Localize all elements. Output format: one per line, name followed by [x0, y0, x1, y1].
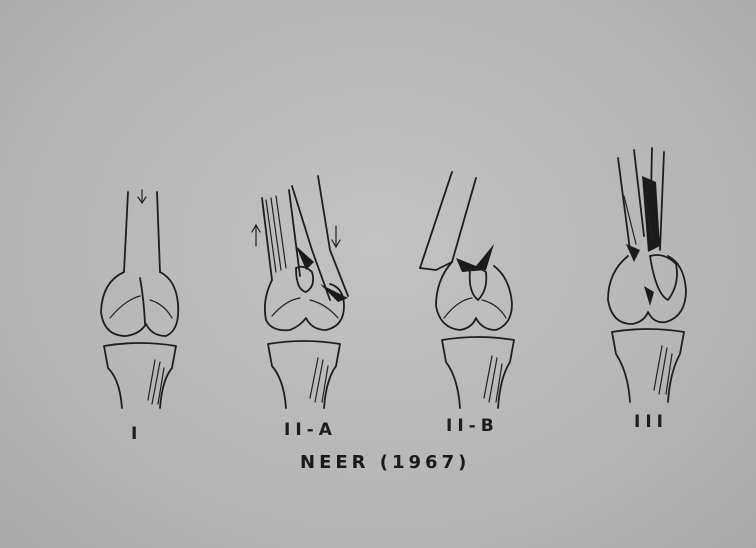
- knee-drawing-type-iib: [420, 172, 514, 408]
- knee-drawing-type-iia: [252, 176, 348, 408]
- knee-drawing-type-iii: [608, 148, 686, 402]
- knee-drawing-type-i: [101, 190, 178, 408]
- figure-caption: NEER (1967): [300, 452, 470, 473]
- panel-label-iii: III: [634, 412, 668, 432]
- panel-label-iib: II-B: [446, 416, 499, 436]
- panel-label-i: I: [131, 424, 142, 444]
- panel-label-iia: II-A: [284, 420, 337, 440]
